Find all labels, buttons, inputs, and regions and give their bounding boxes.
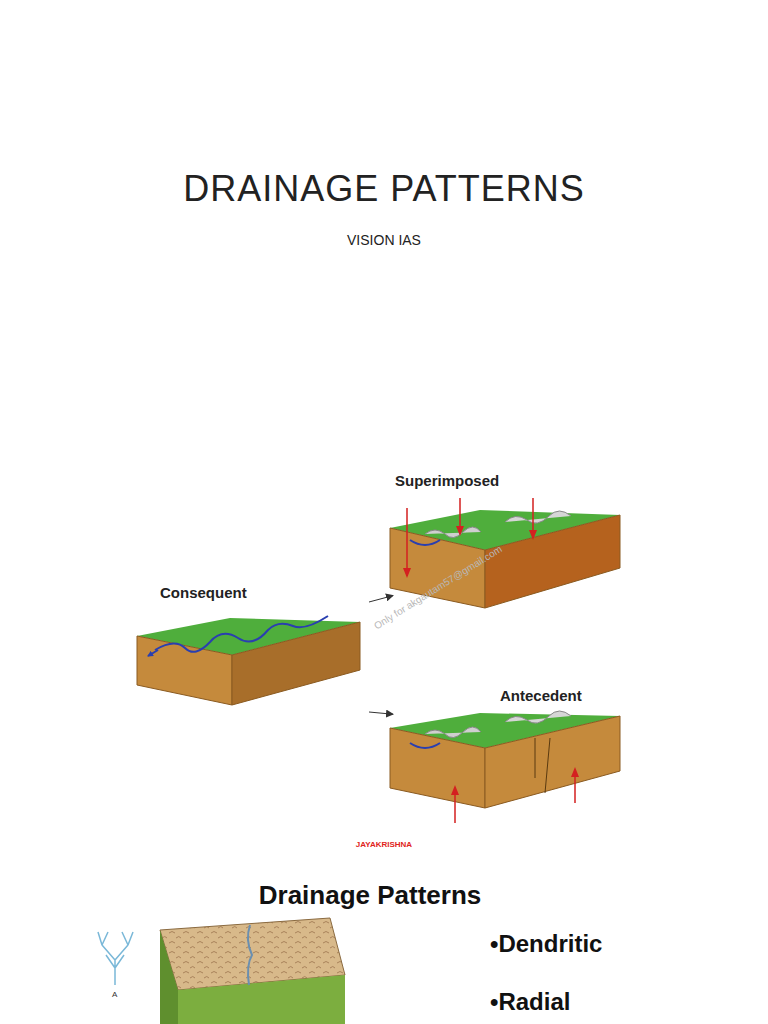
slide-title: DRAINAGE PATTERNS: [0, 168, 768, 210]
landform-block: Antecedent: [385, 683, 625, 825]
landform-block: Consequent: [130, 578, 365, 710]
flow-arrow: [369, 596, 393, 602]
subtitle: VISION IAS: [0, 232, 768, 248]
list-item: •Radial: [490, 988, 570, 1016]
tree-icon: [98, 932, 133, 985]
block-label: Superimposed: [395, 472, 499, 489]
slide-heading: Drainage Patterns: [0, 880, 740, 911]
block-label: Consequent: [160, 584, 247, 601]
list-item: •Dendritic: [490, 930, 602, 958]
flow-arrow: [369, 712, 393, 714]
author-name: JAYAKRISHNA: [0, 840, 768, 849]
block-diagram: [385, 683, 625, 825]
block-label: Antecedent: [500, 687, 582, 704]
figure-letter: A: [112, 990, 117, 999]
